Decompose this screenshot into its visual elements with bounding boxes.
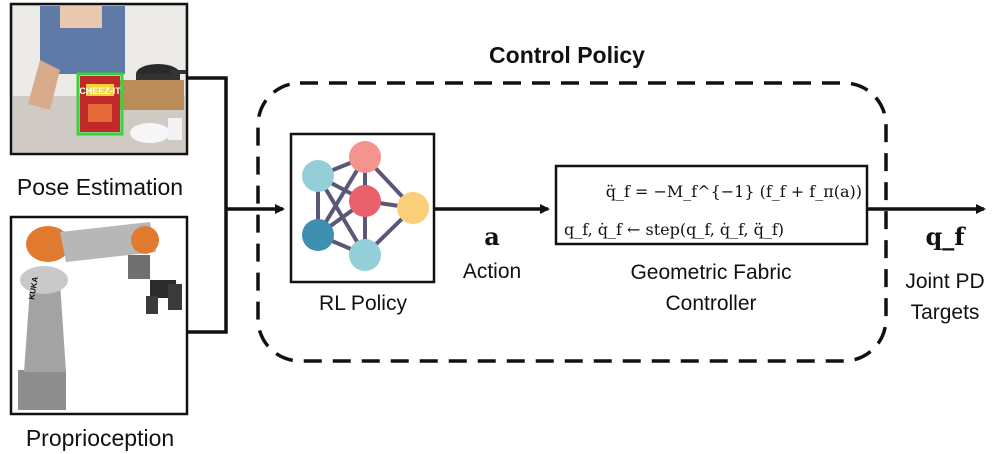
output-label-line-1: Joint PD	[905, 270, 984, 293]
controller-equation-1: q̈_f = −M_f^{−1} (f_f + f_π(a))	[606, 182, 862, 201]
nn-node-bottom-left	[302, 219, 334, 251]
neural-network-icon	[302, 141, 429, 271]
diagram-title: Control Policy	[489, 42, 645, 68]
controller-box	[554, 164, 869, 246]
nn-node-center	[349, 185, 381, 217]
controller-equation-2: q_f, q̇_f ← step(q_f, q̇_f, q̈_f)	[564, 220, 784, 239]
cereal-box-label: CHEEZ-IT	[79, 86, 121, 96]
rl-policy-label: RL Policy	[319, 292, 407, 315]
output-symbol: q_f	[925, 222, 966, 251]
nn-node-top-left	[302, 160, 334, 192]
input-connectors	[187, 76, 228, 334]
proprioception-image: KUKA	[9, 215, 189, 416]
action-label: Action	[463, 260, 521, 283]
pose-estimation-image: CHEEZ-IT	[9, 2, 189, 156]
controller-label-line-2: Controller	[665, 292, 756, 315]
controller-label-line-1: Geometric Fabric	[630, 261, 791, 284]
nn-node-bottom	[349, 239, 381, 271]
output-label-line-2: Targets	[911, 301, 980, 324]
action-symbol: a	[484, 222, 500, 251]
nn-node-right	[397, 192, 429, 224]
nn-node-top	[349, 141, 381, 173]
robot-arm-brand: KUKA	[27, 276, 40, 301]
control-policy-region	[256, 81, 888, 363]
pose-estimation-label: Pose Estimation	[17, 174, 183, 200]
proprioception-label: Proprioception	[26, 425, 174, 451]
